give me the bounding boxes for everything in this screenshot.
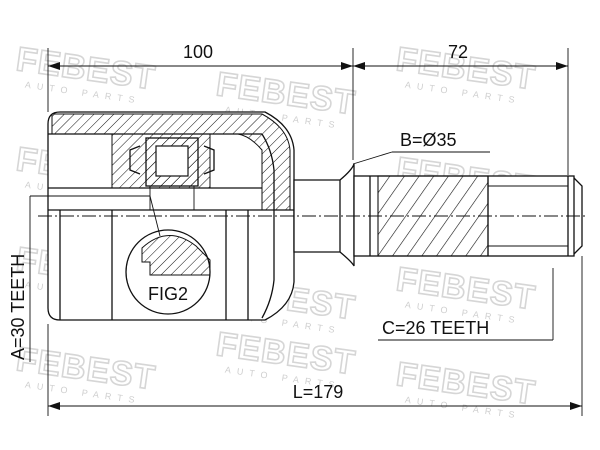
dimension-length-a: 100: [47, 42, 354, 160]
shaft-neck: [293, 163, 355, 267]
fig2-label: FIG2: [148, 284, 188, 304]
watermark-logo: FEBEST AUTO PARTS: [393, 354, 539, 420]
shaft-diameter-label: B=Ø35: [400, 130, 457, 150]
fig2-detail: FIG2: [125, 195, 211, 315]
dimension-label-72: 72: [448, 42, 468, 62]
dimension-total-length: L=179: [47, 256, 583, 416]
watermark-logo: FEBEST AUTO PARTS: [13, 339, 159, 405]
watermark-logo: FEBEST AUTO PARTS: [393, 39, 539, 105]
watermark-logo: FEBEST AUTO PARTS: [13, 39, 159, 105]
callout-shaft-diameter: B=Ø35: [352, 130, 490, 165]
roller-detail: [129, 137, 215, 210]
inner-teeth-label: A=30 TEETH: [8, 254, 28, 360]
total-length-label: L=179: [293, 382, 344, 402]
dimension-length-b: 72: [353, 42, 569, 175]
outer-teeth-label: C=26 TEETH: [382, 318, 489, 338]
watermark-logo: FEBEST AUTO PARTS: [393, 259, 539, 325]
callout-inner-teeth: A=30 TEETH: [8, 195, 150, 362]
dimension-label-100: 100: [183, 42, 213, 62]
callout-outer-teeth: C=26 TEETH: [378, 268, 554, 341]
